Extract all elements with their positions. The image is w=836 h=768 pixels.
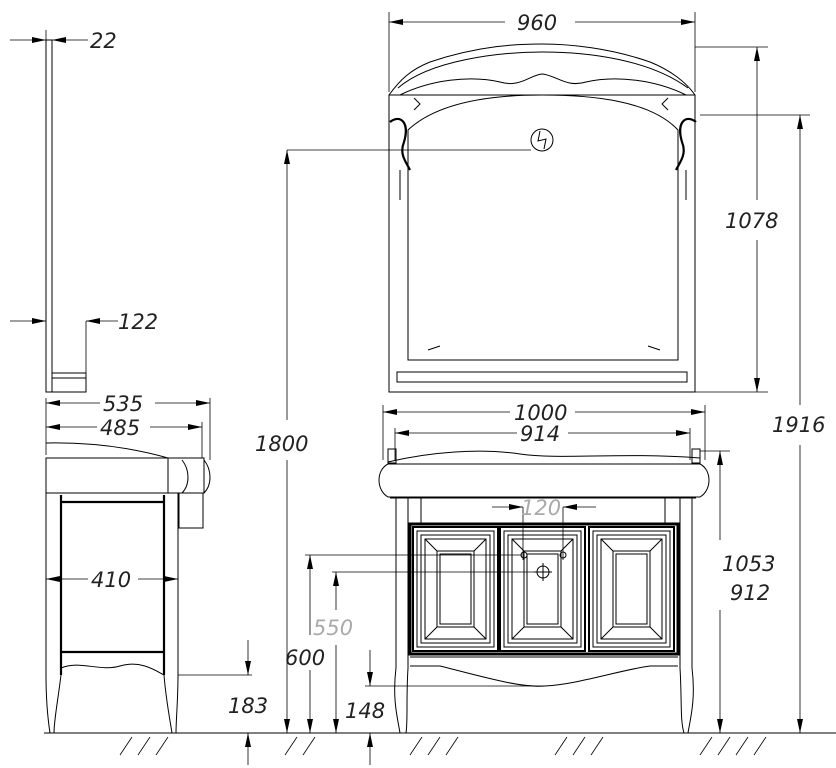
water-inlet-height-label: 600 [285,646,325,670]
mirror-side-view: 22 122 [10,29,158,393]
faucet-spacing-label: 120 [521,496,561,520]
mirror-shelf-depth-label: 122 [118,310,158,334]
floor-hatch-mark [302,736,316,756]
floor-hatch-mark [590,736,604,756]
vanity-width-total-label: 1000 [514,401,567,425]
vanity-front-view: 1000 914 120 [285,401,775,765]
floor-hatch-mark [137,736,151,756]
floor-hatch-mark [155,736,169,756]
floor-hatch-mark [572,736,586,756]
mirror-front-view: 960 1078 [287,11,810,393]
vanity-inner-depth-label: 410 [91,568,131,592]
floor-hatch-mark [554,736,568,756]
floor-hatch-mark [753,736,767,756]
mirror-height-label: 1078 [725,209,778,233]
floor-hatch-mark [119,736,133,756]
vanity-side-view: 535 485 410 183 [45,392,268,765]
vanity-depth-body-label: 485 [100,416,140,440]
floor-hatch-mark [427,736,441,756]
cabinet-door [588,526,675,652]
floor-hatch-mark [735,736,749,756]
vanity-width-body-label: 914 [520,422,560,446]
drain-height-label: 550 [313,616,353,640]
floor-line [44,732,836,756]
vanity-depth-total-label: 535 [103,392,143,416]
electrical-outlet-icon [530,128,554,152]
height-to-top-label: 1053 [722,552,775,576]
mirror-thickness-label: 22 [90,29,117,53]
floor-hatch-mark [284,736,298,756]
floor-hatch-mark [717,736,731,756]
overall-dimensions: 1800 1916 [255,115,825,733]
outlet-height-label: 1800 [255,432,308,456]
leg-clearance-label: 183 [228,694,268,718]
total-height-label: 1916 [772,413,825,437]
mirror-width-label: 960 [517,11,557,35]
cabinet-door [499,526,586,652]
floor-clearance-label: 148 [345,699,385,723]
floor-hatch-mark [445,736,459,756]
floor-hatch-mark [409,736,423,756]
cabinet-door [412,526,499,652]
body-height-label: 912 [730,581,770,605]
floor-hatch-mark [699,736,713,756]
